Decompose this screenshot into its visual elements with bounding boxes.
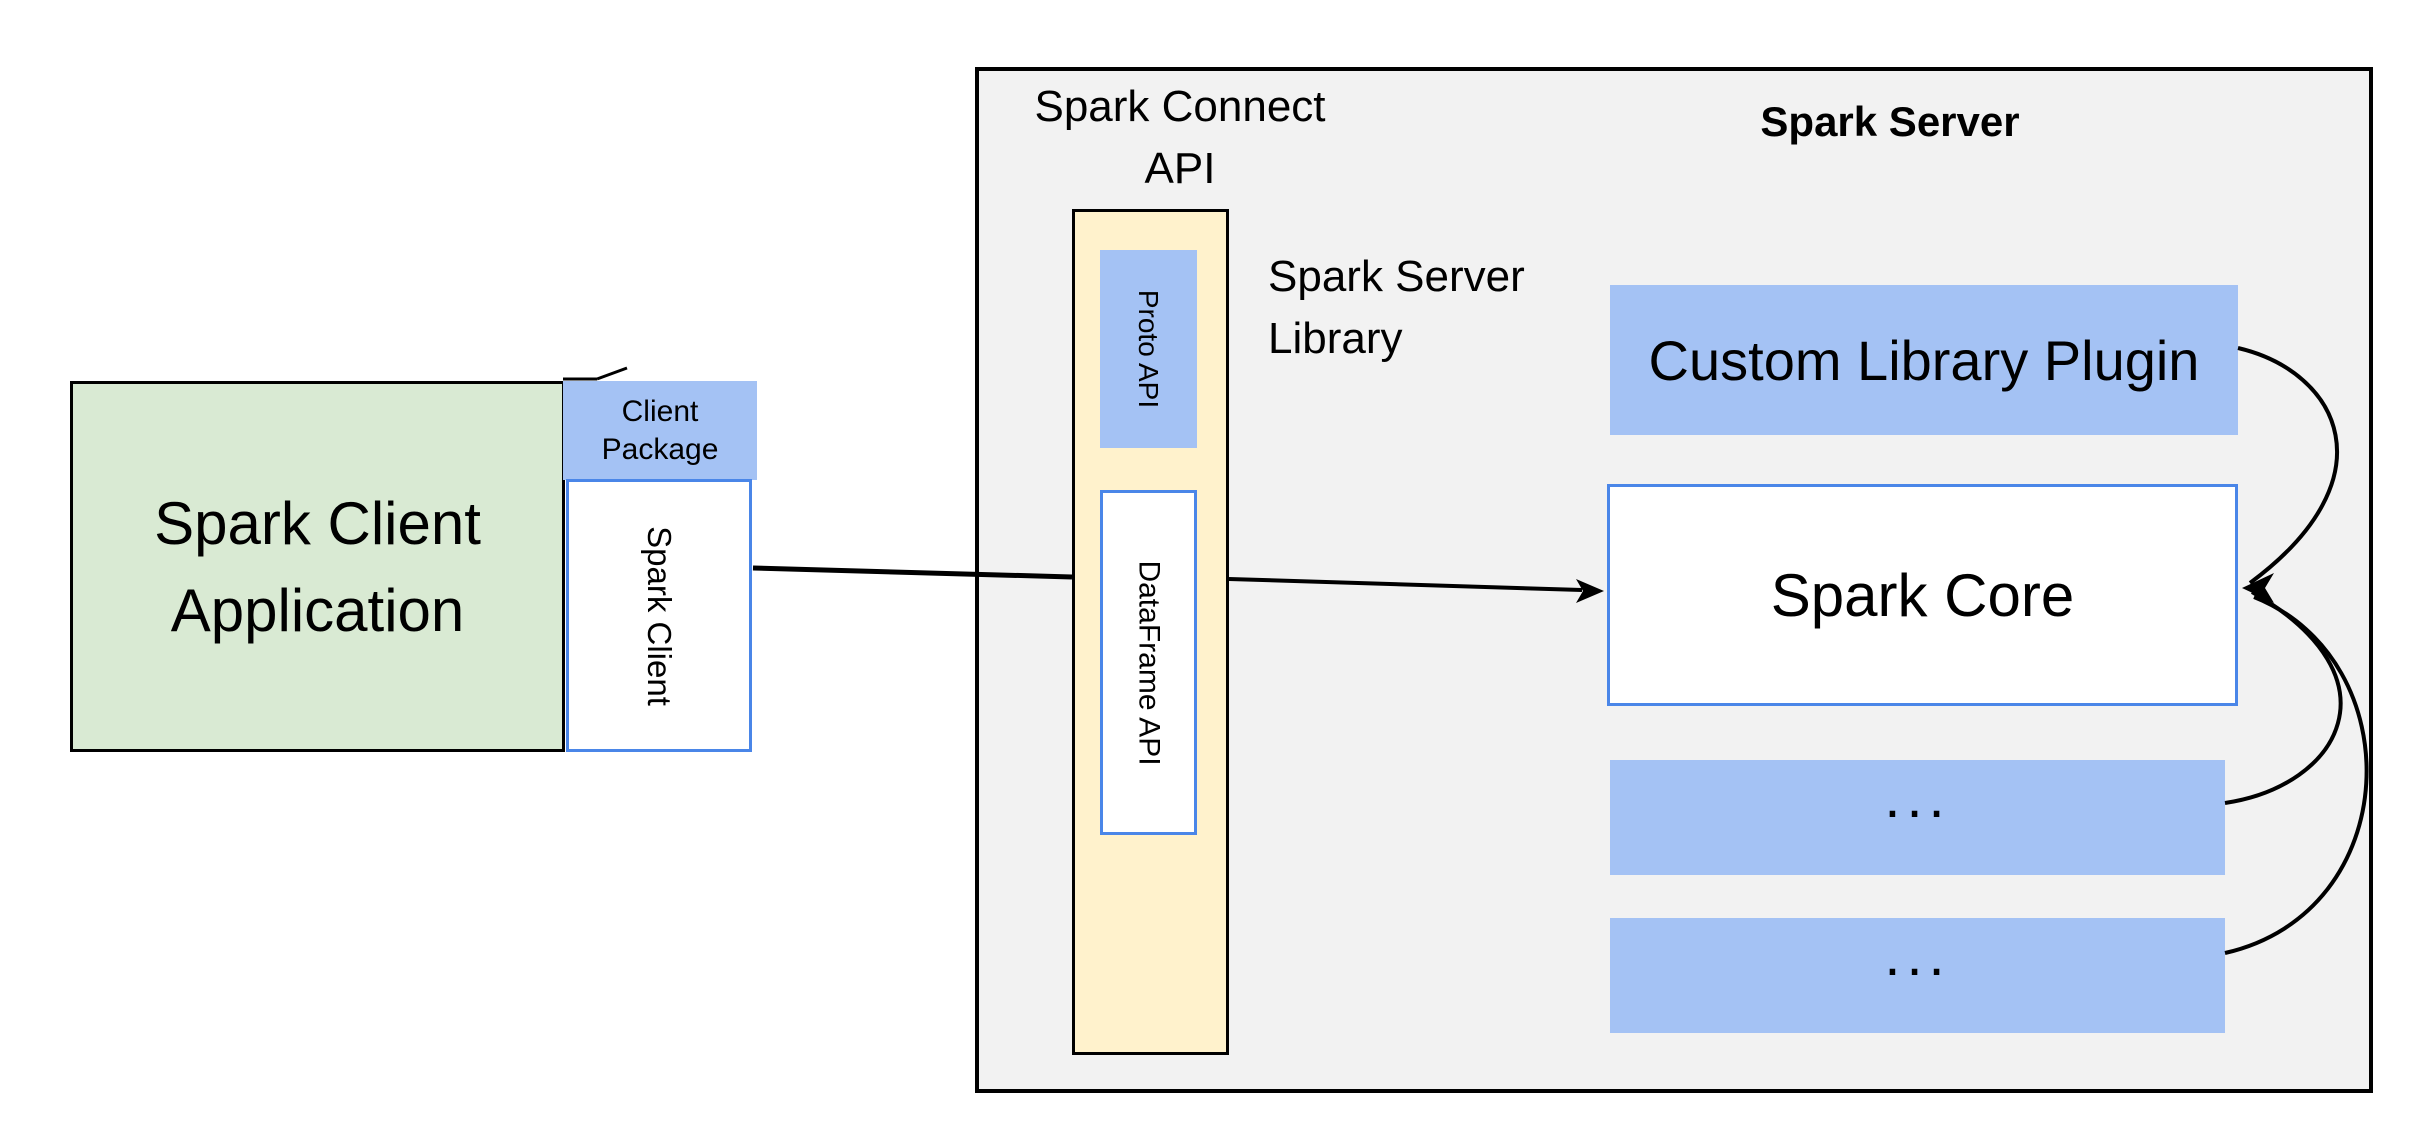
more-plugins-label-2: ... — [1884, 922, 1951, 988]
spark-core-box: Spark Core — [1607, 484, 2238, 706]
custom-library-plugin-box: Custom Library Plugin — [1610, 285, 2238, 435]
spark-client-label: Spark Client — [641, 525, 678, 706]
spark-server-library-label-line2: Library — [1268, 314, 1403, 363]
custom-library-plugin-label: Custom Library Plugin — [1648, 328, 2200, 392]
dataframe-api-label: DataFrame API — [1132, 559, 1166, 766]
spark-server-title: Spark Server — [1760, 98, 2020, 145]
more-plugins-label-1: ... — [1884, 764, 1951, 830]
border-overshoot-tick — [596, 366, 628, 381]
spark-connect-api-label: Spark Connect API — [1000, 76, 1360, 200]
spark-client-application-label-line1: Spark Client — [154, 489, 481, 557]
dataframe-api-box: DataFrame API — [1100, 490, 1197, 835]
spark-client-box: Spark Client — [566, 479, 752, 752]
proto-api-label: Proto API — [1133, 289, 1165, 409]
spark-server-library-label: Spark Server Library — [1268, 246, 1598, 370]
client-package-box: Client Package — [563, 381, 757, 480]
client-package-label-line1: Client — [621, 394, 699, 428]
spark-client-application-box: Spark Client Application — [70, 381, 565, 752]
spark-server-library-label-line1: Spark Server — [1268, 252, 1525, 301]
proto-api-box: Proto API — [1100, 250, 1197, 448]
spark-connect-api-label-line2: API — [1144, 144, 1216, 193]
client-package-label-line2: Package — [601, 432, 719, 466]
spark-core-label: Spark Core — [1770, 561, 2075, 629]
spark-connect-api-label-line1: Spark Connect — [1034, 82, 1326, 131]
more-plugins-box-2: ... — [1610, 918, 2225, 1033]
spark-client-application-label: Spark Client Application — [154, 480, 481, 654]
more-plugins-box-1: ... — [1610, 760, 2225, 875]
spark-client-application-label-line2: Application — [170, 576, 465, 644]
